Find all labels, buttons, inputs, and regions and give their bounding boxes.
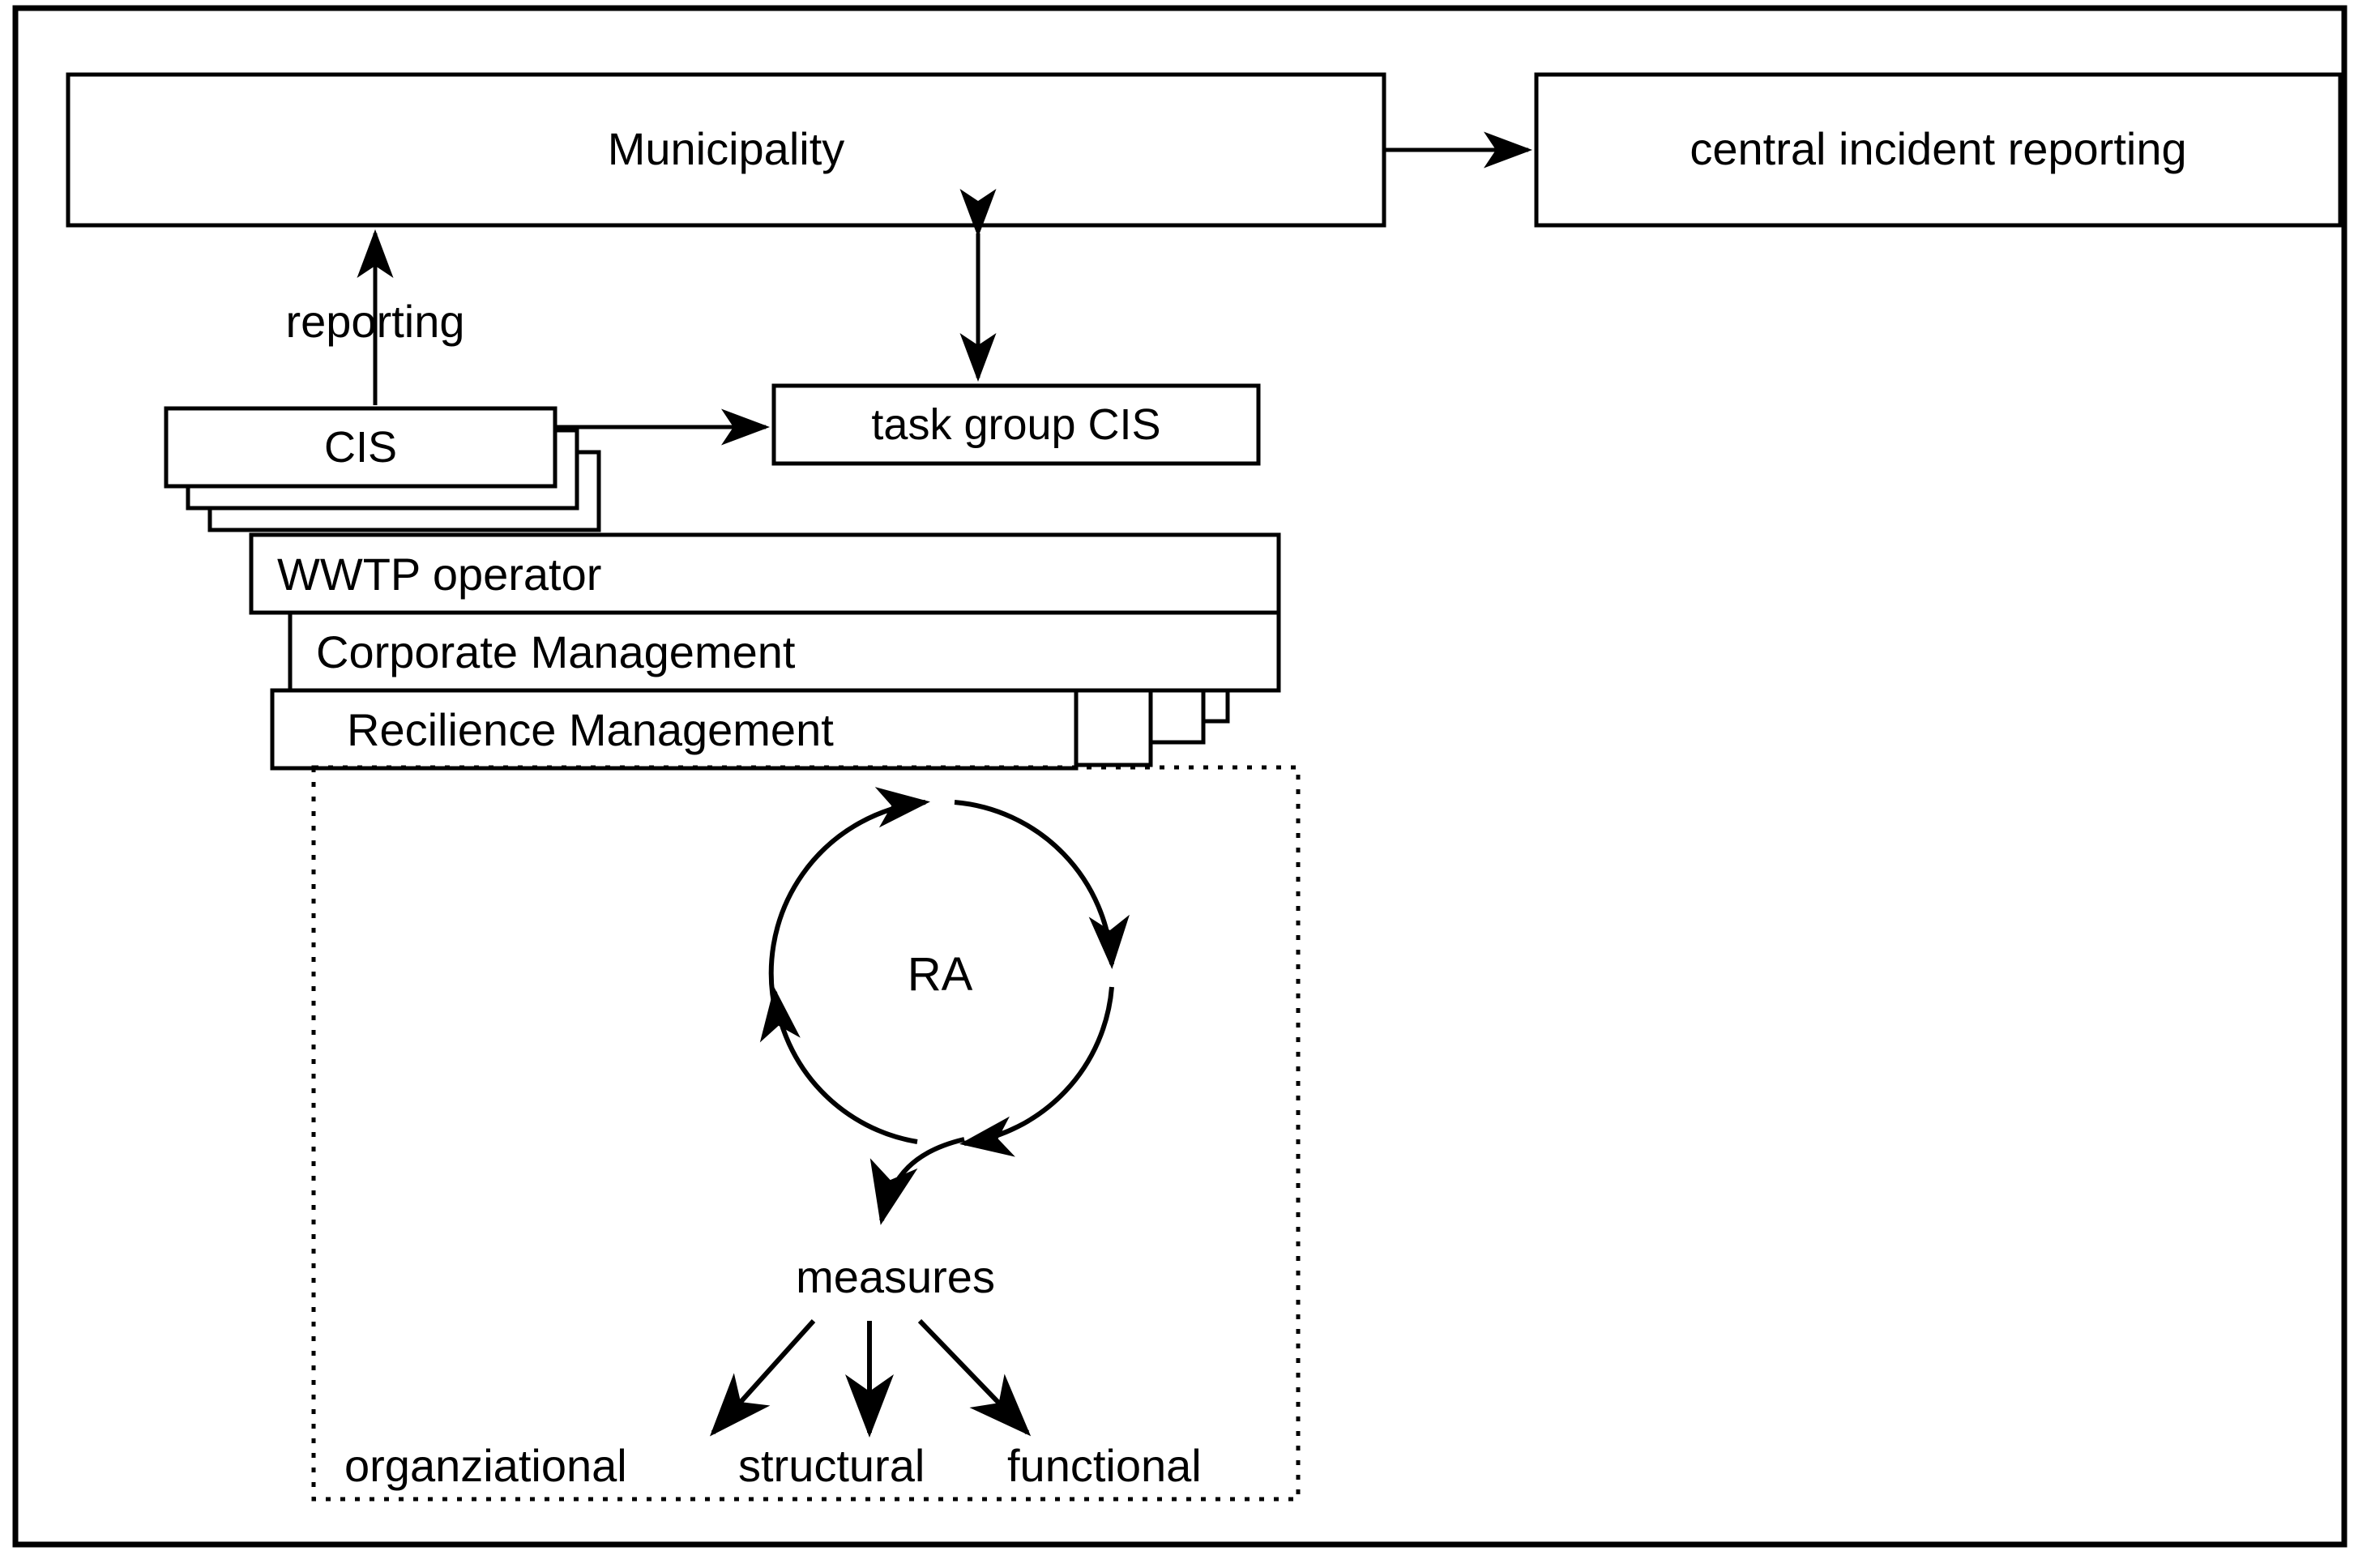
municipality-box[interactable]: [66, 72, 1386, 228]
municipality-label: Municipality: [608, 123, 845, 174]
recilience-management-box[interactable]: [270, 688, 1079, 771]
corporate-management-box[interactable]: [288, 610, 1281, 693]
task-group-cis-box[interactable]: [771, 383, 1261, 466]
arrow-ra-to-measures: [869, 1137, 965, 1225]
central-incident-reporting-label: central incident reporting: [1690, 123, 2186, 174]
ra-cycle-arc-left: [759, 987, 918, 1144]
arrow-measures-to-organziational: [709, 1318, 816, 1437]
wwtp-operator-label: WWTP operator: [277, 549, 601, 600]
cis-box[interactable]: [164, 406, 558, 489]
measures-label: measures: [796, 1251, 995, 1302]
organziational-label: organziational: [344, 1440, 627, 1491]
ra-cycle-arc-bottom: [959, 986, 1114, 1157]
ra-cycle-arc-right: [954, 800, 1130, 969]
corporate-management-label: Corporate Management: [316, 626, 796, 677]
task-group-cis-label: task group CIS: [871, 400, 1160, 449]
cis-label: CIS: [324, 423, 397, 472]
reporting-edge-label: reporting: [285, 296, 464, 347]
arrow-measures-to-functional: [917, 1318, 1032, 1437]
recilience-management-label: Recilience Management: [347, 704, 834, 755]
outer-frame: [12, 5, 2348, 1548]
ra-label: RA: [908, 948, 973, 1001]
dotted-scope-box: [311, 765, 1301, 1502]
wwtp-operator-box[interactable]: [249, 532, 1281, 615]
ra-cycle-arc-top: [768, 787, 930, 1015]
structural-label: structural: [738, 1440, 925, 1491]
central-incident-reporting-box[interactable]: [1534, 72, 2343, 228]
functional-label: functional: [1007, 1440, 1202, 1491]
